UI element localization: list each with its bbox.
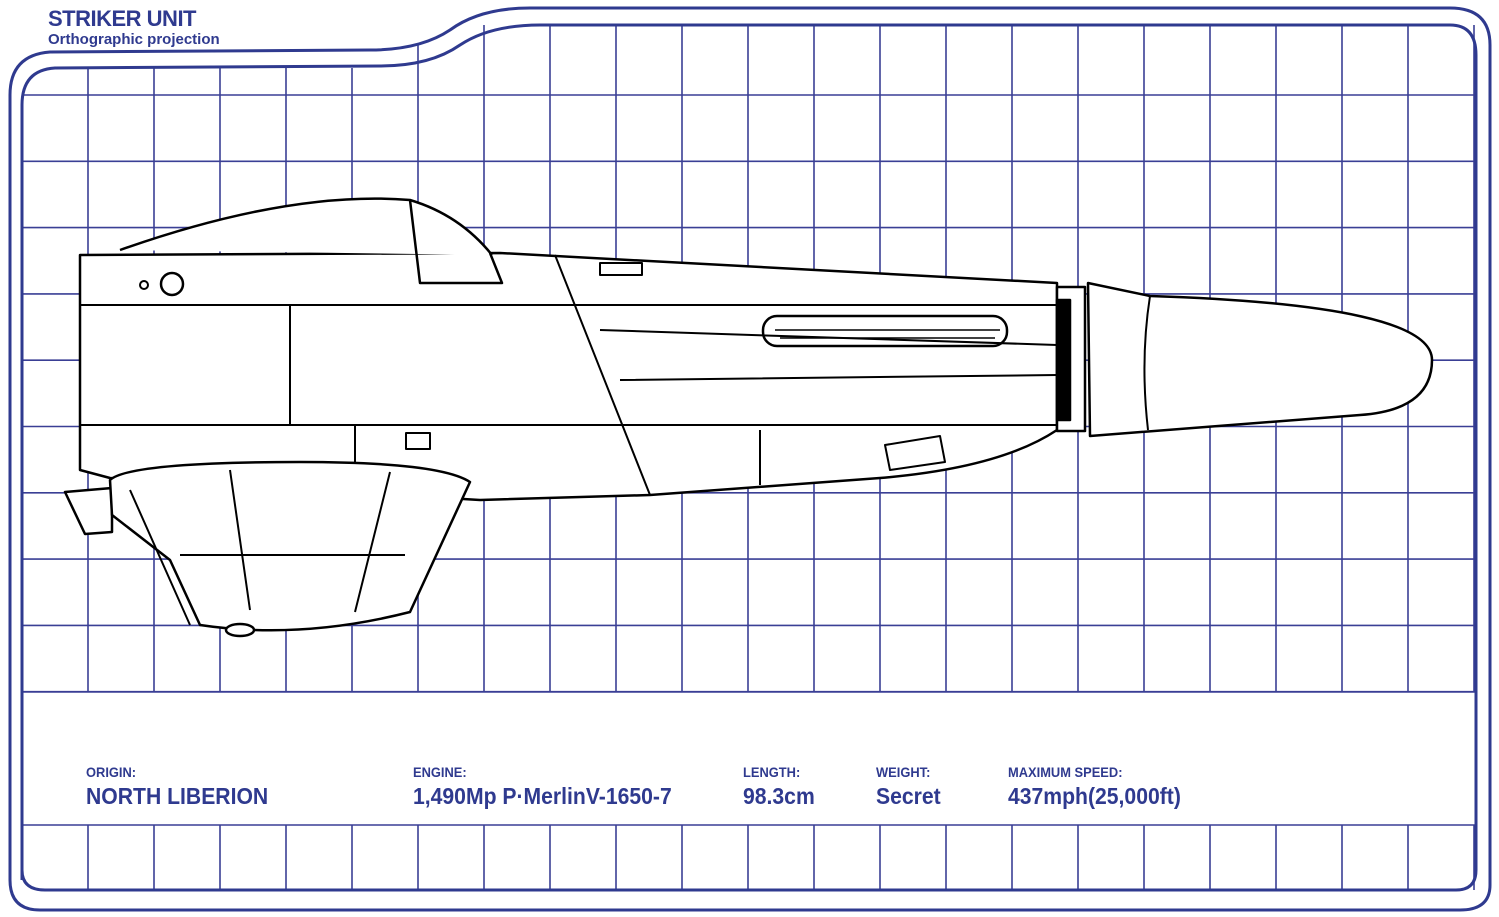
spec-weight: WEIGHT: Secret <box>876 764 946 810</box>
spec-label: WEIGHT: <box>876 764 931 780</box>
canopy-frame <box>408 199 504 285</box>
frame-border <box>8 6 1492 912</box>
spec-label: ORIGIN: <box>86 764 137 780</box>
page-title: STRIKER UNIT <box>48 6 197 31</box>
striker-unit-drawing <box>63 197 1434 638</box>
spec-label: LENGTH: <box>743 764 801 780</box>
spec-value: Secret <box>876 783 941 809</box>
spec-engine: ENGINE: 1,490Mp P·MerlinV-1650-7 <box>413 764 694 810</box>
spec-value: NORTH LIBERION <box>86 783 269 809</box>
spec-max-speed: MAXIMUM SPEED: 437mph(25,000ft) <box>1008 764 1196 810</box>
page-subtitle: Orthographic projection <box>48 31 220 48</box>
spec-value: 1,490Mp P·MerlinV-1650-7 <box>413 783 672 809</box>
spec-value: 98.3cm <box>743 783 815 809</box>
tail-fin <box>63 486 114 536</box>
spec-origin: ORIGIN: NORTH LIBERION <box>86 764 284 810</box>
spec-length: LENGTH: 98.3cm <box>743 764 821 810</box>
spec-label: MAXIMUM SPEED: <box>1008 764 1123 780</box>
exhaust-stacks <box>761 314 1009 348</box>
spec-value: 437mph(25,000ft) <box>1008 783 1181 809</box>
canopy <box>119 197 493 256</box>
propeller-spinner <box>1086 281 1434 438</box>
air-scoop <box>108 460 472 632</box>
spec-label: ENGINE: <box>413 764 467 780</box>
